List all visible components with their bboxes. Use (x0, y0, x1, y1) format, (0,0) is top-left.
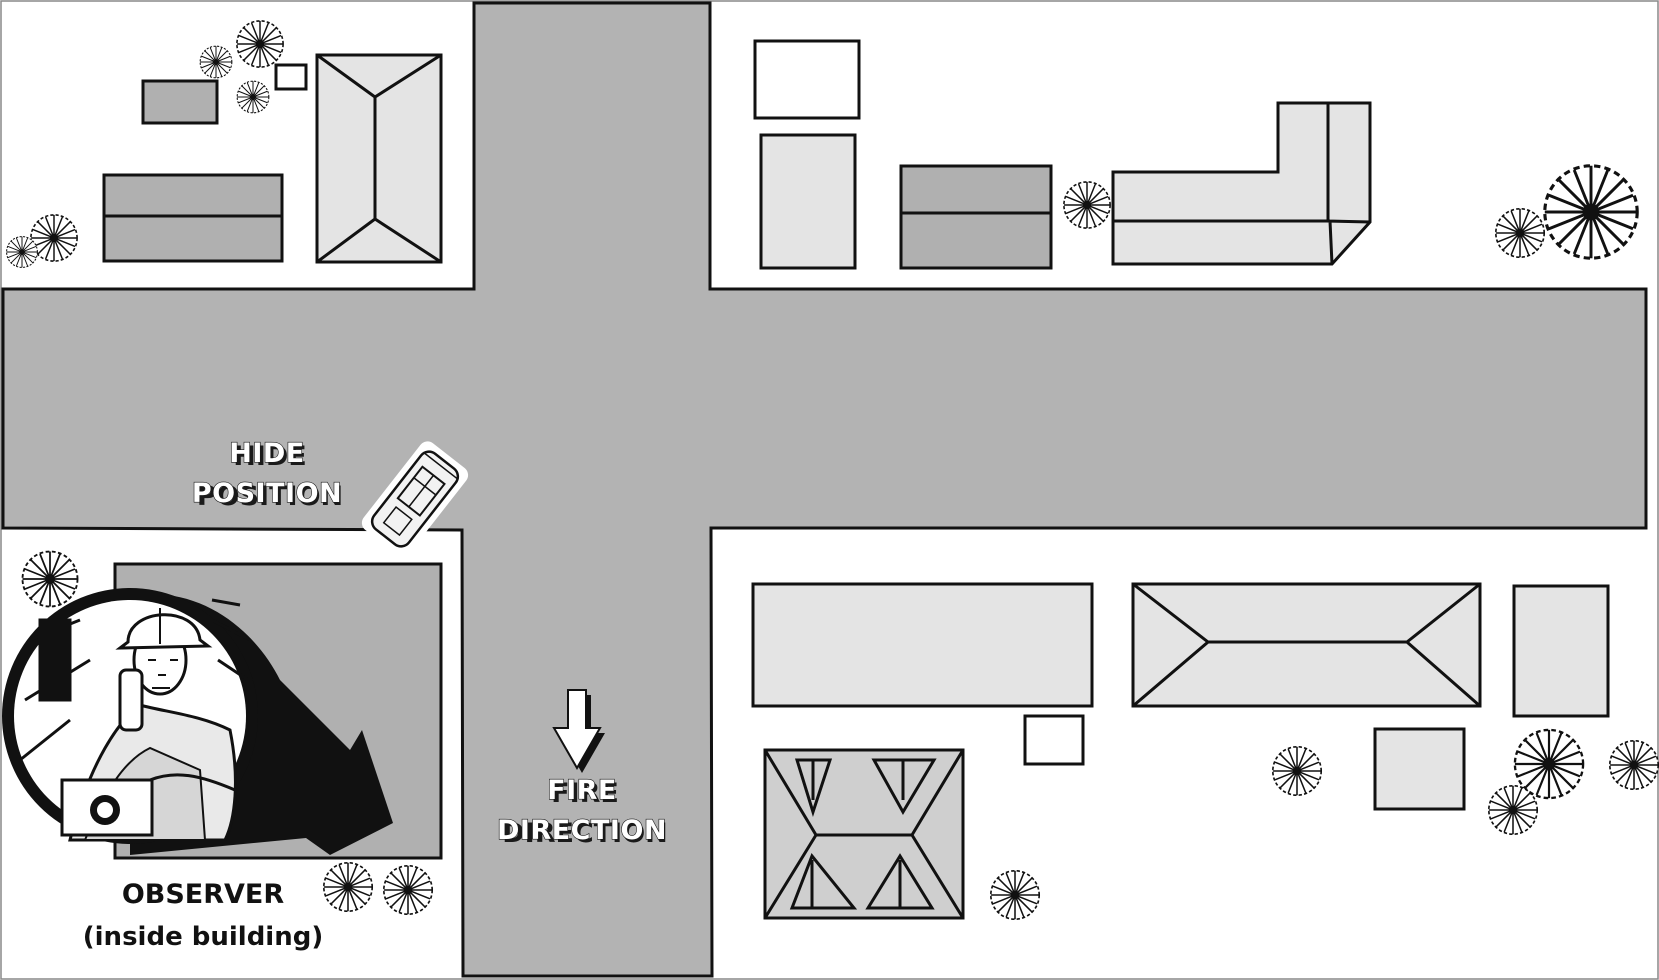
nw-block (102, 53, 443, 264)
tree-icon (30, 214, 78, 262)
tree-icon (1608, 739, 1659, 791)
fire-label-line1: FIRE (547, 775, 617, 806)
hide-position-label: HIDE HIDE POSITION POSITION (191, 437, 343, 512)
tree-icon (6, 236, 38, 268)
tree-icon (1513, 728, 1585, 800)
hide-label-line2: POSITION (192, 478, 342, 509)
observer-label-line2: (inside building) (83, 922, 323, 952)
building-nw-small (141, 79, 219, 125)
building-se-shed (1023, 714, 1085, 766)
hide-label-shadow-2: POSITION (197, 481, 343, 512)
tree-icon (322, 861, 374, 913)
fire-label-shadow-1: FIRE (551, 778, 619, 809)
building-se-hip (1131, 582, 1482, 708)
building-ne-2 (759, 133, 857, 270)
tree-icon (199, 45, 233, 79)
tree-icon (1271, 745, 1323, 797)
building-se-long (751, 582, 1094, 708)
tree-icon (1494, 207, 1546, 259)
building-ne-3 (899, 164, 1053, 270)
building-ne-1 (753, 39, 861, 120)
tree-icon (21, 550, 79, 608)
building-se-small (1373, 727, 1466, 811)
arrow-down-icon (552, 689, 605, 773)
tree-icon (236, 80, 270, 114)
fire-direction-label: FIRE FIRE DIRECTION DIRECTION (496, 774, 668, 849)
ne-block (753, 39, 1372, 270)
building-nw-shed (274, 63, 308, 91)
hide-label-line1: HIDE (229, 438, 305, 469)
fire-label-line2: DIRECTION (497, 815, 667, 846)
observer-label-line1: OBSERVER (122, 879, 285, 910)
soldier-radio-icon (2, 588, 393, 855)
building-nw-flat (102, 173, 284, 263)
tree-icon (236, 20, 284, 68)
fire-label-shadow-2: DIRECTION (502, 818, 668, 849)
tree-icon (989, 869, 1041, 921)
building-se-right (1512, 584, 1610, 718)
tree-icon (1543, 164, 1639, 260)
building-nw-hip (315, 53, 443, 264)
se-block (751, 582, 1610, 920)
tree-icon (1063, 181, 1111, 229)
tree-icon (382, 864, 434, 916)
hide-label-shadow-1: HIDE (233, 441, 307, 472)
building-ne-lshape (1111, 101, 1372, 266)
tree-icon (1487, 784, 1539, 836)
armored-vehicle-icon (361, 441, 469, 557)
observer-label: OBSERVER (inside building) (83, 879, 323, 952)
